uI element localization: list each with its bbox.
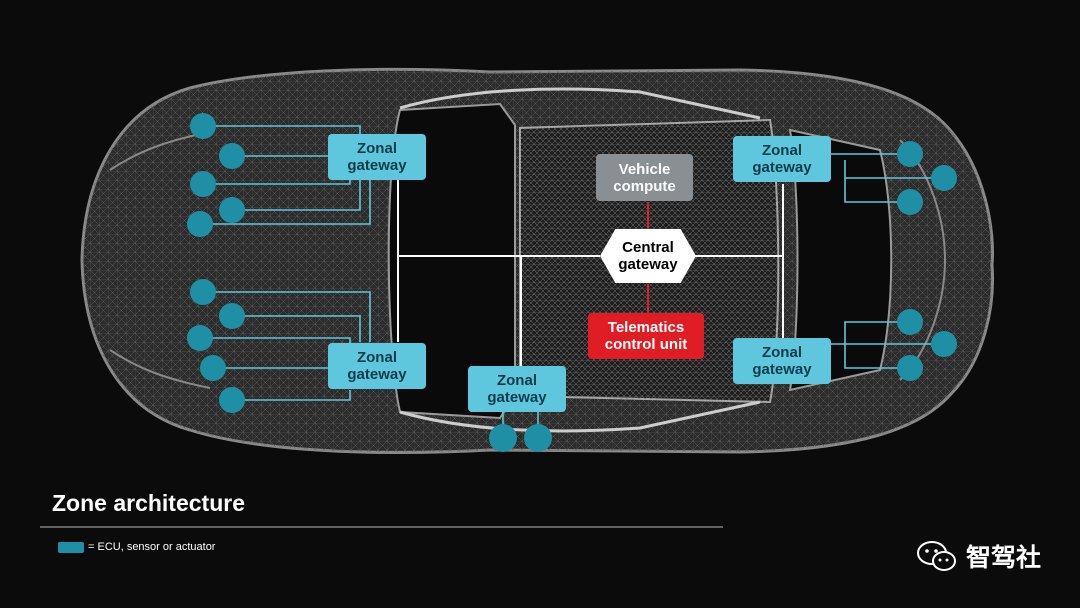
ecu-wire <box>232 180 361 211</box>
ecu-wire <box>200 180 371 225</box>
ecu-node <box>187 211 213 237</box>
ecu-node <box>524 424 552 452</box>
ecu-wire <box>844 321 910 344</box>
ecu-wire <box>203 125 361 136</box>
ecu-node <box>931 331 957 357</box>
ecu-node <box>897 189 923 215</box>
ecu-wire <box>203 180 351 185</box>
legend: = ECU, sensor or actuator <box>58 541 215 553</box>
ecu-wire <box>200 337 351 344</box>
ecu-node <box>219 303 245 329</box>
ecu-node <box>187 325 213 351</box>
ecu-node <box>489 424 517 452</box>
ecu-node <box>897 141 923 167</box>
zonal-gateway-rear-right: Zonal gateway <box>733 338 831 384</box>
ecu-node <box>190 171 216 197</box>
ecu-wire <box>232 390 351 401</box>
zonal-gateway-front-right: Zonal gateway <box>733 136 831 182</box>
central-gateway-box: Central gateway <box>600 229 696 283</box>
watermark: 智驾社 <box>916 538 1041 574</box>
ecu-wire <box>844 344 910 369</box>
ecu-wire <box>232 315 361 342</box>
zonal-gateway-front-left: Zonal gateway <box>328 134 426 180</box>
ecu-node <box>200 355 226 381</box>
vehicle-compute-box: Vehicle compute <box>596 154 693 201</box>
ecu-node <box>219 143 245 169</box>
ecu-wire <box>844 178 910 203</box>
ecu-node <box>190 113 216 139</box>
ecu-node <box>219 387 245 413</box>
backbone-connections <box>397 180 784 366</box>
upper-frame <box>399 87 761 120</box>
ecu-node <box>190 279 216 305</box>
hood-line <box>109 349 211 389</box>
zonal-gateway-rear-left: Zonal gateway <box>328 343 426 389</box>
telematics-control-unit-box: Telematics control unit <box>588 313 704 359</box>
lower-frame <box>399 400 761 433</box>
diagram-title: Zone architecture <box>52 490 245 516</box>
zonal-gateway-bottom: Zonal gateway <box>468 366 566 412</box>
ecu-node <box>219 197 245 223</box>
watermark-text: 智驾社 <box>966 543 1042 572</box>
wechat-icon <box>917 541 956 571</box>
ecu-wire <box>203 291 371 342</box>
ecu-node <box>897 355 923 381</box>
legend-text: = ECU, sensor or actuator <box>88 541 216 553</box>
ecu-node <box>897 309 923 335</box>
rear-line <box>899 139 947 381</box>
rear-window <box>788 128 893 392</box>
ecu-nodes <box>187 113 957 452</box>
legend-swatch <box>58 541 84 553</box>
ecu-node <box>931 165 957 191</box>
